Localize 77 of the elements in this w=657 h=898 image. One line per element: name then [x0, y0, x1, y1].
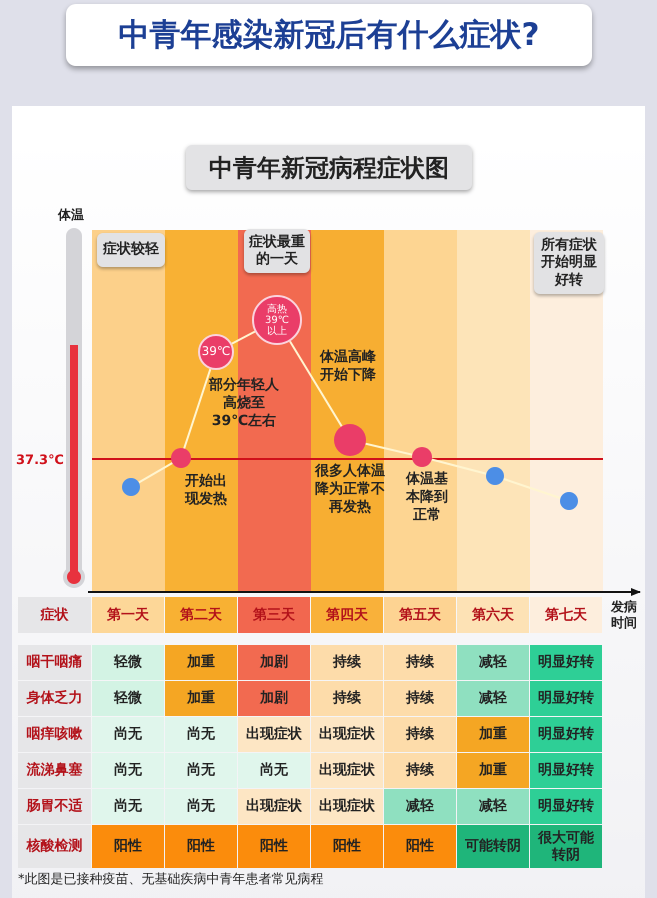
column-header: 第四天 [311, 597, 383, 633]
status-value: 轻微 [92, 681, 164, 716]
row-header: 肠胃不适 [18, 789, 91, 824]
status-value: 减轻 [457, 645, 529, 680]
status-value: 持续 [384, 717, 456, 752]
status-value: 很大可能转阴 [530, 825, 602, 868]
temperature-line [138, 462, 173, 484]
status-value: 尚无 [165, 753, 237, 788]
status-value: 出现症状 [311, 753, 383, 788]
status-value: 明显好转 [530, 789, 602, 824]
annotation-text: 体温基本降到正常 [404, 470, 449, 525]
row-header: 身体乏力 [18, 681, 91, 716]
callout-box: 症状较轻 [97, 233, 165, 267]
title-banner: 中青年感染新冠后有什么症状? [66, 4, 592, 66]
column-header: 第三天 [238, 597, 310, 633]
column-header: 第二天 [165, 597, 237, 633]
status-value: 持续 [384, 753, 456, 788]
status-value: 尚无 [165, 789, 237, 824]
status-value: 加剧 [238, 681, 310, 716]
chart-title: 中青年新冠病程症状图 [186, 145, 472, 190]
column-header: 症状 [18, 597, 91, 633]
column-header: 第一天 [92, 597, 164, 633]
row-header: 流涕鼻塞 [18, 753, 91, 788]
row-header: 核酸检测 [18, 825, 91, 868]
status-value: 加重 [165, 645, 237, 680]
footnote: *此图是已接种疫苗、无基础疾病中青年患者常见病程 [18, 871, 324, 888]
temperature-line [365, 442, 412, 456]
status-value: 加剧 [238, 645, 310, 680]
status-value: 出现症状 [311, 789, 383, 824]
status-value: 阳性 [238, 825, 310, 868]
status-value: 尚无 [92, 789, 164, 824]
status-value: 轻微 [92, 645, 164, 680]
status-value: 明显好转 [530, 753, 602, 788]
row-header: 咽干咽痛 [18, 645, 91, 680]
status-value: 可能转阴 [457, 825, 529, 868]
column-header: 第五天 [384, 597, 456, 633]
status-value: 阳性 [165, 825, 237, 868]
status-value: 减轻 [457, 789, 529, 824]
status-value: 阳性 [311, 825, 383, 868]
status-value: 持续 [311, 681, 383, 716]
status-value: 尚无 [92, 717, 164, 752]
status-value: 加重 [457, 753, 529, 788]
status-value: 持续 [384, 681, 456, 716]
axis-label: 体温 [58, 207, 84, 224]
status-value: 尚无 [92, 753, 164, 788]
status-value: 尚无 [165, 717, 237, 752]
status-value: 明显好转 [530, 681, 602, 716]
status-value: 出现症状 [238, 789, 310, 824]
temperature-line [289, 340, 343, 427]
status-value: 出现症状 [311, 717, 383, 752]
temperature-line [183, 368, 212, 449]
status-value: 加重 [165, 681, 237, 716]
status-value: 持续 [384, 645, 456, 680]
status-value: 阳性 [384, 825, 456, 868]
axis-label: 发病时间 [611, 600, 638, 632]
temperature-line [431, 458, 487, 475]
status-value: 加重 [457, 717, 529, 752]
callout-box: 所有症状开始明显好转 [534, 232, 604, 294]
annotation-text: 很多人体温降为正常不再发热 [314, 462, 386, 517]
status-value: 明显好转 [530, 717, 602, 752]
status-value: 减轻 [457, 681, 529, 716]
status-value: 出现症状 [238, 717, 310, 752]
annotation-text: 部分年轻人高烧至39℃左右 [208, 376, 280, 431]
status-value: 阳性 [92, 825, 164, 868]
annotation-text: 开始出现发热 [184, 472, 228, 508]
reference-value: 37.3℃ [16, 453, 64, 468]
status-value: 明显好转 [530, 645, 602, 680]
status-value: 尚无 [238, 753, 310, 788]
column-header: 第七天 [530, 597, 602, 633]
status-value: 减轻 [384, 789, 456, 824]
column-header: 第六天 [457, 597, 529, 633]
annotation-text: 体温高峰开始下降 [320, 348, 377, 384]
row-header: 咽痒咳嗽 [18, 717, 91, 752]
status-value: 持续 [311, 645, 383, 680]
temperature-line [231, 330, 256, 345]
temperature-line [503, 478, 561, 500]
callout-box: 症状最重的一天 [244, 229, 310, 273]
